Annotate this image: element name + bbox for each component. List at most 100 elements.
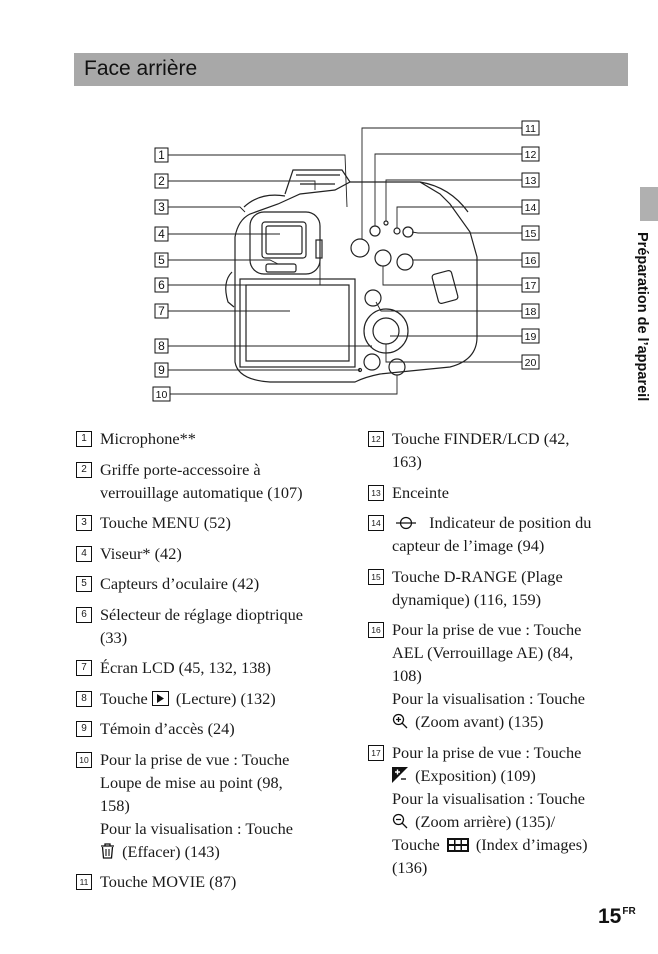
legend-item-8: 8 Touche (Lecture) (132): [76, 687, 351, 710]
callout-17: 17: [521, 277, 540, 293]
svg-text:17: 17: [525, 280, 537, 292]
svg-text:11: 11: [525, 123, 536, 135]
item-number: 15: [368, 568, 384, 585]
svg-text:12: 12: [525, 149, 537, 161]
legend-item-5: 5 Capteurs d’oculaire (42): [76, 572, 351, 595]
item-number: 5: [76, 576, 92, 592]
item-number: 4: [76, 545, 92, 562]
legend-item-3: 3 Touche MENU (52): [76, 511, 351, 534]
callout-4: 4: [154, 226, 169, 242]
svg-text:4: 4: [158, 227, 165, 241]
svg-text:16: 16: [525, 255, 537, 267]
diopter-dial: [315, 239, 323, 259]
legend-item-13: 13 Enceinte: [368, 481, 630, 504]
item-number: 11: [76, 874, 92, 890]
svg-text:5: 5: [158, 253, 165, 267]
legend-item-9: 9 Témoin d’accès (24): [76, 717, 351, 740]
svg-text:10: 10: [156, 389, 168, 401]
callout-1: 1: [154, 147, 169, 163]
callout-14: 14: [521, 199, 540, 215]
camera-body-outline: [234, 181, 478, 383]
item-number: 2: [76, 461, 92, 478]
callout-11: 11: [521, 120, 540, 136]
legend-item-14: 14 Indicateur de position du capteur de …: [368, 511, 630, 557]
trash-icon: [101, 842, 114, 859]
callout-9: 9: [154, 362, 169, 378]
zoom-in-icon: [392, 713, 408, 729]
item-number: 10: [76, 751, 92, 768]
svg-text:9: 9: [158, 363, 165, 377]
callout-19: 19: [521, 328, 540, 344]
legend-column-left: 1 Microphone** 2 Griffe porte-accessoire…: [76, 427, 351, 901]
legend-item-7: 7 Écran LCD (45, 132, 138): [76, 656, 351, 679]
item-number: 14: [368, 515, 384, 531]
callout-7: 7: [154, 303, 169, 319]
ael-button: [396, 253, 414, 271]
legend-item-2: 2 Griffe porte-accessoire à verrouillage…: [76, 458, 351, 504]
svg-text:20: 20: [525, 357, 537, 369]
hot-shoe: [284, 169, 351, 195]
lcd-screen: [239, 278, 356, 368]
svg-text:8: 8: [158, 339, 165, 353]
image-index-icon: [446, 837, 469, 852]
d-range-button: [402, 226, 414, 238]
svg-text:3: 3: [158, 200, 165, 214]
item-number: 6: [76, 606, 92, 623]
playback-button: [363, 353, 381, 371]
exposure-icon: [392, 766, 408, 783]
zoom-out-icon: [392, 813, 408, 828]
section-header-bar: [74, 53, 628, 86]
item-number: 17: [368, 744, 384, 761]
item-number: 7: [76, 660, 92, 676]
side-tab-marker: [640, 187, 658, 221]
item-number: 3: [76, 515, 92, 531]
section-title: Face arrière: [84, 57, 198, 80]
playback-icon: [151, 690, 169, 706]
svg-text:6: 6: [158, 278, 165, 292]
callout-20: 20: [521, 354, 540, 370]
callout-16: 16: [521, 252, 540, 268]
svg-text:15: 15: [525, 228, 537, 240]
callout-5: 5: [154, 252, 169, 268]
exposure-button: [374, 249, 392, 267]
legend-item-6: 6 Sélecteur de réglage dioptrique (33): [76, 603, 351, 649]
movie-button: [350, 238, 370, 258]
item-number: 9: [76, 721, 92, 737]
callout-6: 6: [154, 277, 169, 293]
callout-2: 2: [154, 173, 169, 189]
legend-item-17: 17 Pour la prise de vue : Touche (Exposi…: [368, 741, 630, 879]
legend-item-16: 16 Pour la prise de vue : Touche AEL (Ve…: [368, 618, 630, 733]
speaker: [383, 220, 389, 226]
callout-13: 13: [521, 172, 540, 188]
legend-item-11: 11 Touche MOVIE (87): [76, 870, 351, 893]
legend-item-10: 10 Pour la prise de vue : Touche Loupe d…: [76, 748, 351, 863]
legend-item-4: 4 Viseur* (42): [76, 542, 351, 565]
legend-column-right: 12 Touche FINDER/LCD (42, 163) 13 Encein…: [368, 427, 630, 886]
image-sensor-position-icon: [396, 516, 416, 530]
eyepiece-sensors: [265, 263, 297, 273]
legend-item-1: 1 Microphone**: [76, 427, 351, 450]
finder-lcd-button: [369, 225, 381, 237]
callout-10: 10: [152, 386, 171, 402]
item-number: 16: [368, 622, 384, 638]
page-number: 15FR: [598, 905, 636, 928]
viewfinder-eyecup: [249, 211, 321, 275]
callout-15: 15: [521, 225, 540, 241]
item-number: 1: [76, 431, 92, 447]
svg-text:19: 19: [525, 331, 537, 343]
callout-12: 12: [521, 146, 540, 162]
svg-text:2: 2: [158, 174, 165, 188]
legend-item-12: 12 Touche FINDER/LCD (42, 163): [368, 427, 630, 473]
callout-3: 3: [154, 199, 169, 215]
svg-text:14: 14: [525, 202, 537, 214]
callout-18: 18: [521, 303, 540, 319]
legend-item-15: 15 Touche D-RANGE (Plage dynamique) (116…: [368, 565, 630, 611]
sensor-mark: [393, 227, 401, 235]
side-chapter-label: Préparation de l’appareil: [634, 232, 650, 402]
svg-text:1: 1: [158, 148, 165, 162]
svg-text:7: 7: [158, 304, 165, 318]
svg-text:13: 13: [525, 175, 537, 187]
item-number: 13: [368, 484, 384, 501]
item-number: 8: [76, 690, 92, 707]
callout-8: 8: [154, 338, 169, 354]
